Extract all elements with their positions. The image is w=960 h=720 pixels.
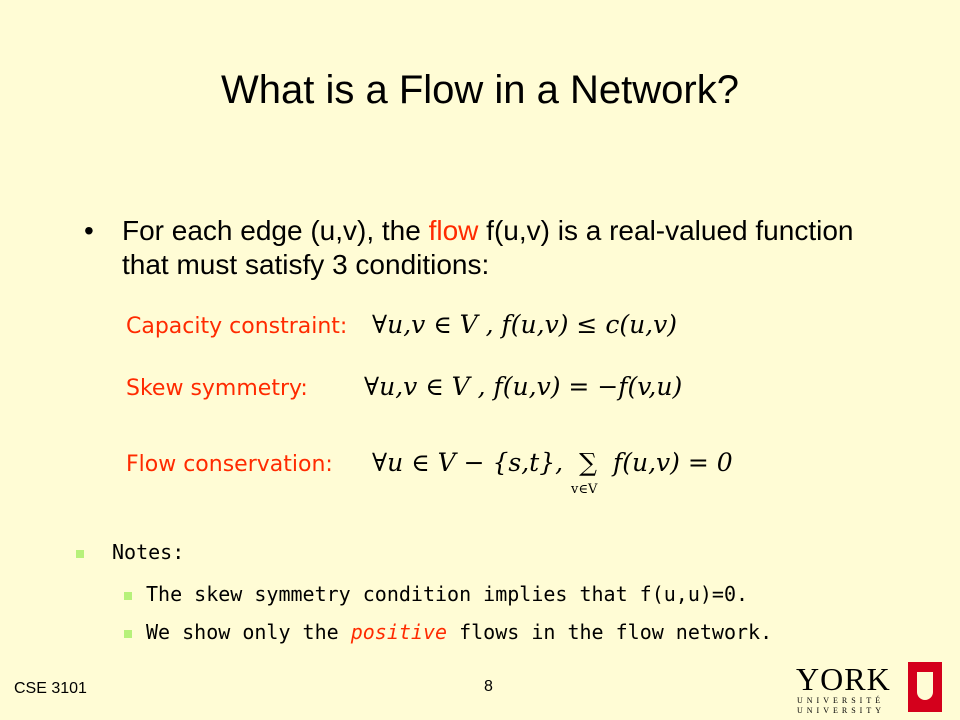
note-bullet-icon bbox=[124, 592, 132, 600]
notes-bullet-icon bbox=[76, 550, 84, 558]
logo-u-mark-icon bbox=[908, 662, 942, 712]
logo-line-university: UNIVERSITY bbox=[797, 706, 885, 715]
flow-highlight: flow bbox=[428, 215, 479, 246]
flow-conservation-label: Flow conservation: bbox=[126, 452, 333, 477]
course-code: CSE 3101 bbox=[14, 680, 87, 697]
bullet-text: For each edge (u,v), the flow f(u,v) is … bbox=[122, 215, 854, 280]
skew-symmetry-formula: ∀u,v ∈ V , f(u,v) = −f(v,u) bbox=[364, 372, 683, 401]
capacity-constraint-label: Capacity constraint: bbox=[126, 314, 348, 339]
note-item: The skew symmetry condition implies that… bbox=[146, 582, 749, 606]
summation-subscript: v∈V bbox=[571, 482, 598, 497]
note-bullet-icon bbox=[124, 630, 132, 638]
york-university-logo: YORK UNIVERSITÉ UNIVERSITY bbox=[790, 661, 950, 715]
page-number: 8 bbox=[484, 678, 493, 695]
slide-title: What is a Flow in a Network? bbox=[221, 68, 739, 112]
notes-heading: Notes: bbox=[112, 540, 185, 564]
note-item: We show only the positive flows in the f… bbox=[146, 620, 773, 644]
capacity-constraint-formula: ∀u,v ∈ V , f(u,v) ≤ c(u,v) bbox=[372, 310, 678, 339]
summation-symbol: ∑v∈V bbox=[571, 448, 598, 497]
skew-symmetry-label: Skew symmetry: bbox=[126, 376, 308, 401]
positive-emphasis: positive bbox=[350, 620, 448, 644]
flow-conservation-formula: ∀u ∈ V − {s,t}, ∑v∈V f(u,v) = 0 bbox=[372, 448, 733, 497]
logo-wordmark: YORK bbox=[796, 661, 891, 697]
bullet-dot-icon: • bbox=[84, 215, 94, 246]
logo-line-universite: UNIVERSITÉ bbox=[797, 696, 885, 705]
